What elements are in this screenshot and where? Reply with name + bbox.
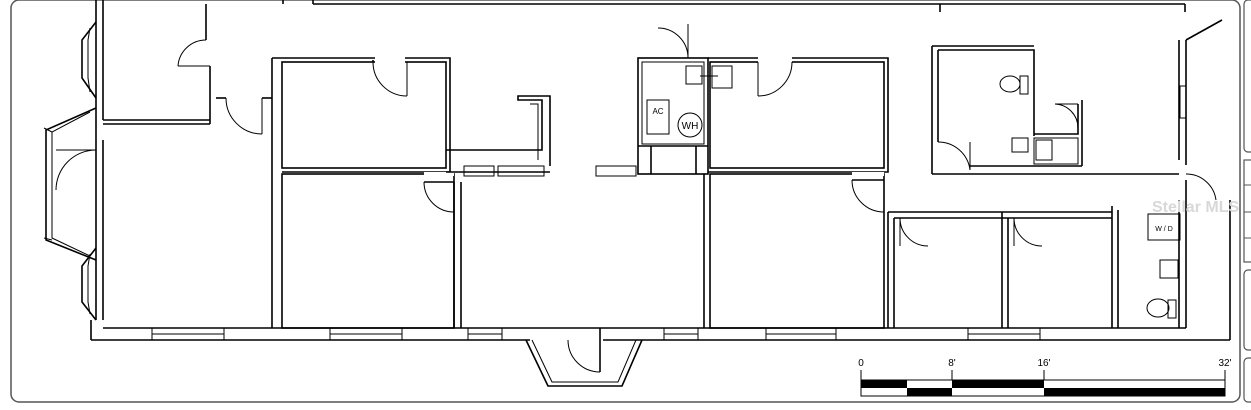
bay-windows (43, 21, 97, 321)
top-left-rooms (103, 4, 273, 328)
bedroom-top-right (708, 56, 889, 173)
wh-label: WH (682, 121, 699, 132)
scale-tick-16: 16' (1037, 358, 1050, 369)
exterior-walls (90, 0, 1231, 341)
scale-tick-0: 0 (858, 358, 864, 369)
right-closets: W / D (887, 173, 1217, 328)
scale-bar: 0 8' 16' 32' (858, 358, 1232, 397)
scale-tick-8: 8' (948, 358, 956, 369)
water-heater (677, 112, 703, 138)
ac-label: AC (652, 107, 663, 116)
ac-unit (646, 99, 670, 135)
watermark: Stellar MLS (1152, 199, 1239, 216)
scale-tick-32: 32' (1218, 358, 1231, 369)
side-panel (1243, 0, 1251, 403)
plan-frame (10, 0, 1241, 403)
wd-label: W / D (1155, 226, 1173, 233)
front-entry (525, 328, 643, 387)
bedroom-bottom-right (703, 172, 885, 329)
bedroom-top-left (272, 56, 451, 173)
mechanical-room: AC WH (637, 24, 733, 175)
windows (151, 85, 1187, 341)
bedroom-bottom-left (281, 172, 462, 329)
right-bath (931, 45, 1179, 175)
washer-dryer (1147, 213, 1181, 241)
hall-shelves (446, 95, 637, 177)
